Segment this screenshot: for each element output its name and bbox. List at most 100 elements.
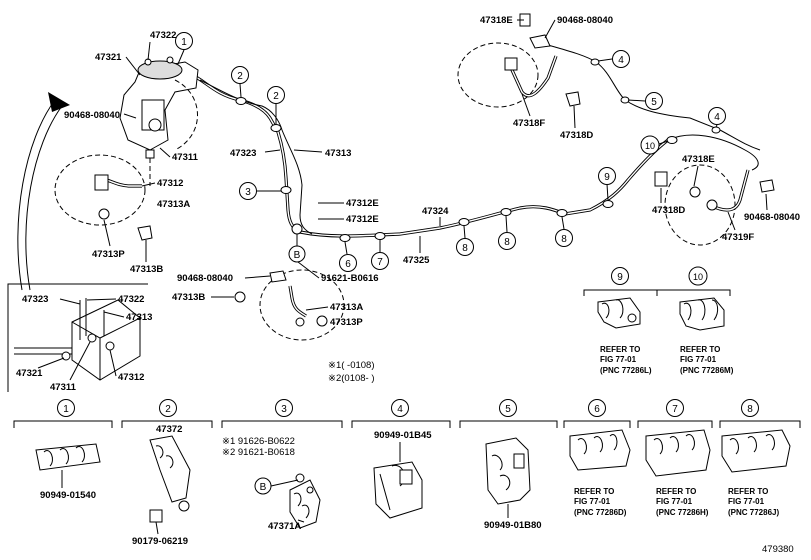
label-47318E-right: 47318E <box>682 154 715 165</box>
clamp-5-shape <box>485 437 531 505</box>
label-91621-mid: 91621-B0616 <box>321 273 379 284</box>
label-47313B-left: 47313B <box>130 264 163 275</box>
svg-text:1: 1 <box>181 37 187 48</box>
note-91626: ※1 91626-B0622 <box>222 436 295 447</box>
callout-8c: 8 <box>555 216 573 247</box>
detail-label-47311: 47311 <box>50 382 77 393</box>
svg-text:1: 1 <box>63 404 69 415</box>
svg-text:8: 8 <box>504 237 510 248</box>
callout-3: 3 <box>239 182 281 200</box>
svg-text:REFER TO: REFER TO <box>680 345 720 354</box>
detail-label-47313: 47313 <box>126 312 152 323</box>
note-range-2: ※2(0108- ) <box>328 373 375 384</box>
svg-text:9: 9 <box>617 272 623 283</box>
part-90949-01B80: 90949-01B80 <box>484 520 542 531</box>
svg-text:4: 4 <box>397 404 403 415</box>
front-left-hose <box>54 154 153 241</box>
svg-text:6: 6 <box>345 259 351 270</box>
master-cylinder <box>119 56 199 159</box>
detail-label-47312: 47312 <box>118 372 144 383</box>
svg-text:8: 8 <box>747 404 753 415</box>
pnc-8: (PNC 77286J) <box>728 508 779 517</box>
brake-pipe-main <box>189 44 761 238</box>
callout-8a: 8 <box>456 225 474 256</box>
clamp-8-shape <box>721 429 791 473</box>
svg-text:4: 4 <box>618 55 624 66</box>
svg-text:3: 3 <box>245 187 251 198</box>
detail-inset: 47323 47322 47313 47321 47311 47312 <box>7 283 152 393</box>
clamps-bottom-row: 1 2 3 4 5 6 7 8 90949-01540 47372 90179-… <box>13 399 801 547</box>
part-47371A: 47371A <box>268 521 301 532</box>
svg-text:3: 3 <box>281 404 287 415</box>
callout-10-box: 10 <box>688 266 708 286</box>
clamps-top-group: 9 10 REFER TO FIG 77-01 (PNC 77286L) REF… <box>583 266 734 375</box>
clamp-9-shape <box>597 297 641 329</box>
label-47312-left: 47312 <box>157 178 183 189</box>
note-91621: ※2 91621-B0618 <box>222 447 295 458</box>
svg-text:REFER TO: REFER TO <box>574 487 614 496</box>
callout-1: 1 <box>175 32 193 65</box>
label-47318E-top: 47318E <box>480 15 513 26</box>
label-47322: 47322 <box>150 30 176 41</box>
label-47312E-b: 47312E <box>346 214 379 225</box>
svg-text:8: 8 <box>561 234 567 245</box>
svg-text:B: B <box>260 482 267 493</box>
clamp-4-shape <box>373 461 423 519</box>
svg-text:FIG 77-01: FIG 77-01 <box>680 355 717 364</box>
svg-text:7: 7 <box>672 404 678 415</box>
part-90949-01B45: 90949-01B45 <box>374 430 432 441</box>
clamp-1-shape <box>35 443 101 471</box>
label-47313: 47313 <box>325 148 351 159</box>
svg-text:8: 8 <box>462 243 468 254</box>
svg-text:FIG 77-01: FIG 77-01 <box>656 497 693 506</box>
svg-text:2: 2 <box>165 404 171 415</box>
callout-6: 6 <box>339 241 357 272</box>
svg-text:REFER TO: REFER TO <box>656 487 696 496</box>
svg-text:4: 4 <box>714 112 720 123</box>
callout-9-box: 9 <box>611 267 629 285</box>
svg-text:5: 5 <box>505 404 511 415</box>
pnc-9: (PNC 77286L) <box>600 366 652 375</box>
svg-text:5: 5 <box>651 97 657 108</box>
label-47313P-mid: 47313P <box>330 317 363 328</box>
detail-label-47323: 47323 <box>22 294 48 305</box>
pnc-10: (PNC 77286M) <box>680 366 734 375</box>
svg-text:B: B <box>294 250 301 261</box>
callout-1-bottom: 1 <box>57 399 75 417</box>
direction-arrow <box>17 92 70 291</box>
label-47311: 47311 <box>172 152 199 163</box>
callout-5: 5 <box>627 92 663 110</box>
callout-2-bottom: 2 <box>159 399 177 417</box>
label-90468-top: 90468-08040 <box>557 15 613 26</box>
svg-text:2: 2 <box>273 91 279 102</box>
callout-B-main: B <box>288 234 306 263</box>
callout-4a: 4 <box>597 50 630 68</box>
detail-label-47322: 47322 <box>118 294 144 305</box>
label-47313A-mid: 47313A <box>330 302 363 313</box>
label-90468-mid: 90468-08040 <box>177 273 233 284</box>
label-47313B-mid: 47313B <box>172 292 205 303</box>
svg-text:2: 2 <box>237 71 243 82</box>
rear-right-hose <box>654 164 775 246</box>
callout-5-bottom: 5 <box>499 399 517 417</box>
label-90468-left: 90468-08040 <box>64 110 120 121</box>
label-90468-right: 90468-08040 <box>744 212 800 223</box>
note-range-1: ※1( -0108) <box>328 360 375 371</box>
diagram-id: 479380 <box>762 544 794 555</box>
label-47325: 47325 <box>403 255 430 266</box>
svg-text:9: 9 <box>604 172 610 183</box>
callout-3-bottom: 3 <box>275 399 293 417</box>
clamp-3-shape <box>289 473 321 529</box>
callout-8-bottom: 8 <box>741 399 759 417</box>
detail-label-47321: 47321 <box>16 368 43 379</box>
svg-text:7: 7 <box>377 257 383 268</box>
callout-7-bottom: 7 <box>666 399 684 417</box>
part-labels: 47318E 90468-08040 47322 4 7 3 2 1 90468-080… <box>64 15 800 328</box>
svg-text:6: 6 <box>594 404 600 415</box>
label-47318D-top: 47318D <box>560 130 593 141</box>
callout-4-bottom: 4 <box>391 399 409 417</box>
callout-2b: 2 <box>267 86 285 124</box>
label-47324: 47324 <box>422 206 449 217</box>
callout-10: 10 <box>640 135 669 155</box>
